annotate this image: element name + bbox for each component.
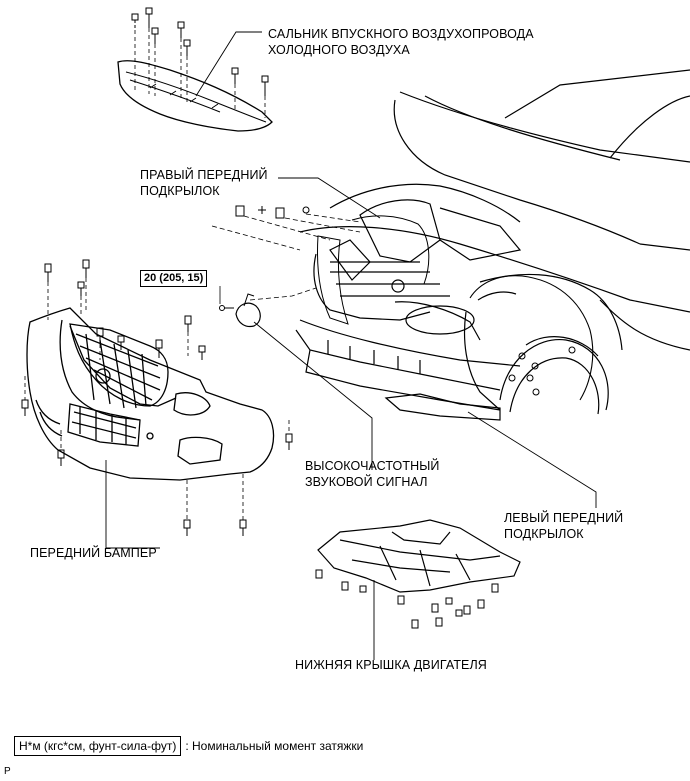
label-intake-seal: САЛЬНИК ВПУСКНОГО ВОЗДУХОПРОВОДА ХОЛОДНО… [268, 27, 534, 57]
label-right-front-liner: ПРАВЫЙ ПЕРЕДНИЙ ПОДКРЫЛОК [140, 168, 268, 198]
leader-right-liner [278, 177, 381, 219]
horn-part [219, 287, 317, 328]
engine-cover-part [317, 519, 521, 593]
legend-unit-box: Н*м (кгс*см, фунт-сила-фут) [14, 736, 182, 756]
engine-cover-fasteners [315, 569, 499, 629]
corner-mark: P [4, 766, 11, 777]
right-liner-fasteners [211, 205, 361, 251]
label-front-bumper: ПЕРЕДНИЙ БАМПЕР [30, 546, 157, 560]
car-body [295, 69, 690, 421]
front-bumper-part [26, 307, 275, 481]
intake-seal-part [117, 60, 273, 132]
torque-spec-box: 20 (205, 15) [140, 270, 208, 287]
label-left-front-liner: ЛЕВЫЙ ПЕРЕДНИЙ ПОДКРЫЛОК [504, 511, 624, 541]
leader-left-liner [467, 411, 597, 508]
leader-intake-seal [195, 31, 262, 97]
left-liner-clips [508, 346, 576, 396]
legend-description: : Номинальный момент затяжки [185, 739, 364, 753]
label-horn: ВЫСОКОЧАСТОТНЫЙ ЗВУКОВОЙ СИГНАЛ [305, 459, 440, 489]
torque-legend: Н*м (кгс*см, фунт-сила-фут) : Номинальны… [14, 736, 363, 756]
leader-front-bumper [105, 460, 160, 549]
intake-seal-clips [131, 7, 269, 118]
label-engine-under-cover: НИЖНЯЯ КРЫШКА ДВИГАТЕЛЯ [295, 658, 487, 672]
bumper-fasteners [21, 259, 293, 536]
leader-horn [253, 321, 373, 470]
